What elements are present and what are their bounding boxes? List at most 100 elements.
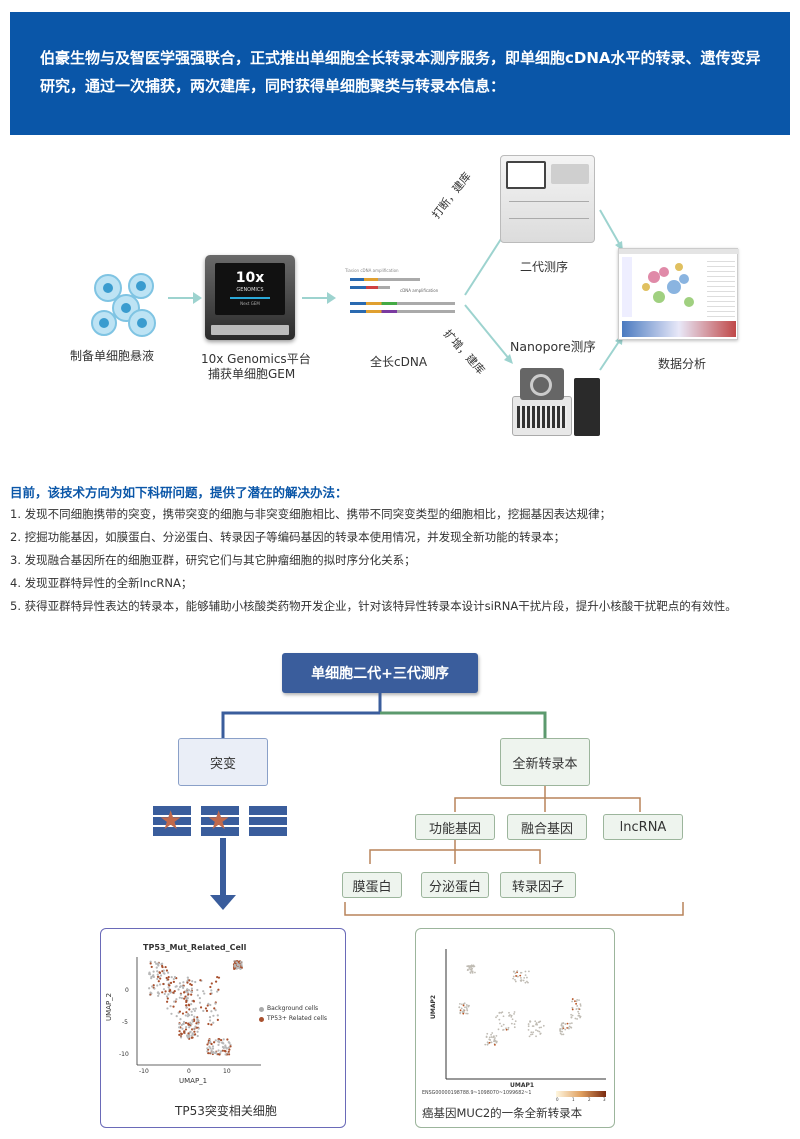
scatter-point xyxy=(488,1036,491,1039)
scatter-point xyxy=(194,1025,197,1028)
scatter-point xyxy=(562,1022,565,1025)
tp53-umap-panel: TP53_Mut_Related_Cell UMAP_2 0 -5 -10 -1… xyxy=(100,928,346,1128)
scatter-point xyxy=(514,978,516,981)
scatter-point xyxy=(150,977,153,980)
scatter-point xyxy=(524,970,527,973)
umap1-ytick: -10 xyxy=(119,1051,129,1058)
scatter-point xyxy=(169,1005,172,1008)
scatter-point xyxy=(180,1023,183,1027)
list-item: 4. 发现亚群特异性的全新lncRNA； xyxy=(10,576,193,590)
scatter-point xyxy=(207,1051,210,1055)
scatter-point xyxy=(177,988,180,991)
nanopore-device-icon xyxy=(512,366,602,436)
scatter-point xyxy=(471,970,474,973)
scatter-point xyxy=(527,981,529,984)
scatter-point xyxy=(473,965,476,968)
scatter-point xyxy=(500,1025,503,1028)
scatter-point xyxy=(235,967,238,970)
secreted-protein-node: 分泌蛋白 xyxy=(421,872,489,898)
scatter-point xyxy=(187,1036,190,1039)
scatter-point xyxy=(216,1014,219,1017)
scatter-point xyxy=(206,1050,209,1053)
scatter-point xyxy=(240,962,243,966)
umap2-gene-label: ENSG00000198788.9~1098070~1099682~1 xyxy=(422,1091,532,1096)
scatter-point xyxy=(576,1018,578,1020)
scatter-point xyxy=(490,1041,493,1044)
scatter-point xyxy=(576,999,579,1001)
scatter-point xyxy=(192,1027,195,1030)
scatter-point xyxy=(157,964,160,967)
scatter-point xyxy=(149,960,152,963)
scatter-point xyxy=(568,1025,571,1028)
scatter-point xyxy=(198,997,201,1000)
scatter-point xyxy=(210,1049,213,1052)
scatter-point xyxy=(484,1043,487,1046)
scatter-point xyxy=(178,1026,181,1029)
scatter-point xyxy=(156,977,159,981)
scatter-point xyxy=(206,1047,209,1050)
workflow-diagram: 制备单细胞悬液 10x GENOMICS Next GEM 10x Genomi… xyxy=(0,150,800,460)
scatter-point xyxy=(567,1027,570,1029)
scatter-point xyxy=(505,1028,508,1031)
scatter-point xyxy=(187,1034,190,1037)
scatter-point xyxy=(502,1023,505,1026)
scatter-point xyxy=(166,1007,169,1010)
scatter-point xyxy=(505,1027,507,1030)
scatter-point xyxy=(221,1045,225,1049)
scatter-point xyxy=(185,1006,188,1009)
scatter-point xyxy=(156,973,159,976)
scatter-point xyxy=(152,974,155,977)
step-label-cdna: 全长cDNA xyxy=(370,355,428,369)
scatter-point xyxy=(574,1000,576,1003)
scatter-point xyxy=(495,1041,498,1044)
scatter-point xyxy=(459,1009,462,1012)
scatter-point xyxy=(190,987,194,990)
scatter-point xyxy=(174,985,177,988)
scatter-point xyxy=(570,1016,573,1019)
scatter-point xyxy=(575,1000,578,1003)
colorbar-tick: 1 xyxy=(572,1097,575,1102)
fusion-gene-node: 融合基因 xyxy=(507,814,587,840)
scatter-point xyxy=(196,1034,199,1038)
legend-tp53-swatch xyxy=(259,1017,264,1022)
scatter-point xyxy=(466,1012,469,1015)
scatter-point xyxy=(501,1011,504,1014)
star-icon: ★ xyxy=(159,806,183,836)
scatter-point xyxy=(513,1013,515,1015)
scatter-point xyxy=(574,1017,577,1020)
membrane-protein-node: 膜蛋白 xyxy=(342,872,402,898)
scatter-point xyxy=(185,997,188,1000)
scatter-point xyxy=(579,1015,582,1018)
scatter-point xyxy=(225,1046,228,1049)
scatter-point xyxy=(190,1034,193,1037)
scatter-point xyxy=(186,981,189,984)
scatter-point xyxy=(529,1020,532,1023)
scatter-point xyxy=(185,1011,188,1014)
scatter-point xyxy=(178,1023,181,1026)
scatter-point xyxy=(513,1023,516,1025)
arrow-1 xyxy=(168,292,202,304)
scatter-point xyxy=(486,1043,489,1046)
scatter-point xyxy=(490,1036,493,1038)
scatter-point xyxy=(183,1031,186,1034)
umap2-xlabel: UMAP1 xyxy=(510,1082,535,1089)
scatter-point xyxy=(150,965,153,969)
scatter-point xyxy=(175,998,178,1001)
scatter-point xyxy=(170,976,173,979)
functional-gene-node: 功能基因 xyxy=(415,814,495,840)
scatter-point xyxy=(495,1034,498,1037)
device-sub2: Next GEM xyxy=(240,301,260,306)
scatter-point xyxy=(186,976,189,979)
scatter-point xyxy=(190,1003,193,1006)
scatter-point xyxy=(206,1004,209,1007)
scatter-point xyxy=(575,1008,578,1010)
scatter-point xyxy=(167,993,170,996)
scatter-point xyxy=(527,1025,530,1028)
scatter-point xyxy=(496,1014,499,1017)
ngs-label: 二代测序 xyxy=(520,260,569,274)
scatter-point xyxy=(492,1036,495,1039)
scatter-point xyxy=(512,977,515,980)
scatter-point xyxy=(186,988,189,991)
scatter-point xyxy=(561,1022,563,1025)
scatter-point xyxy=(174,1000,177,1003)
